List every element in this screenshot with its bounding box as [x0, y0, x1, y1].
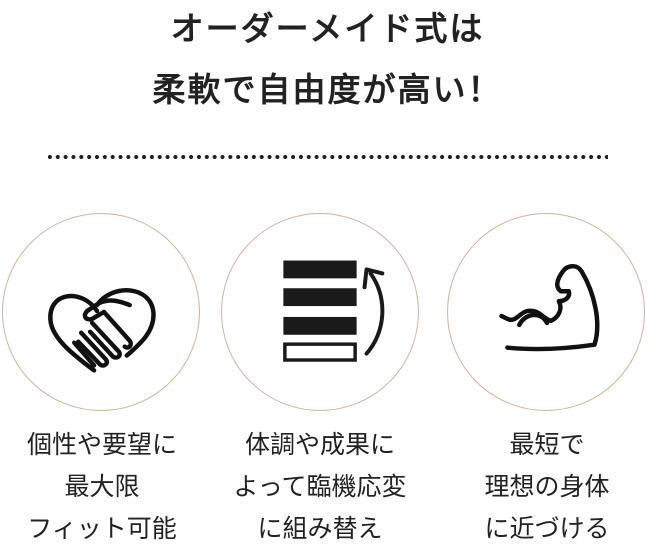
feature-circle-2: [221, 213, 419, 411]
flexed-arm-icon: [499, 263, 600, 352]
caption-line: 理想の身体: [484, 472, 610, 501]
heading-line-1: オーダーメイド式は: [170, 9, 485, 48]
feature-caption-2: 体調や成果に よって臨機応変 に組み替え: [210, 424, 430, 550]
dotted-divider: [46, 153, 608, 161]
caption-line: に組み替え: [257, 514, 383, 543]
caption-line: よって臨機応変: [233, 472, 407, 501]
feature-caption-3: 最短で 理想の身体 に近づける: [437, 424, 655, 550]
caption-line: 最短で: [509, 430, 585, 459]
heading-line-2: 柔軟で自由度が高い！: [0, 63, 655, 111]
feature-circle-1: [2, 213, 200, 411]
caption-line: フィット可能: [27, 514, 177, 543]
caption-line: 体調や成果に: [244, 430, 395, 459]
handshake-heart-icon: [48, 288, 156, 373]
caption-line: に近づける: [484, 514, 610, 543]
caption-line: 最大限: [64, 472, 140, 501]
highlighted-heading: 柔軟で自由度が高い！: [148, 63, 507, 111]
feature-circle-3: [447, 213, 645, 411]
feature-caption-1: 個性や要望に 最大限 フィット可能: [0, 424, 212, 550]
caption-line: 個性や要望に: [26, 430, 177, 459]
stack-rearrange-icon: [283, 260, 385, 362]
